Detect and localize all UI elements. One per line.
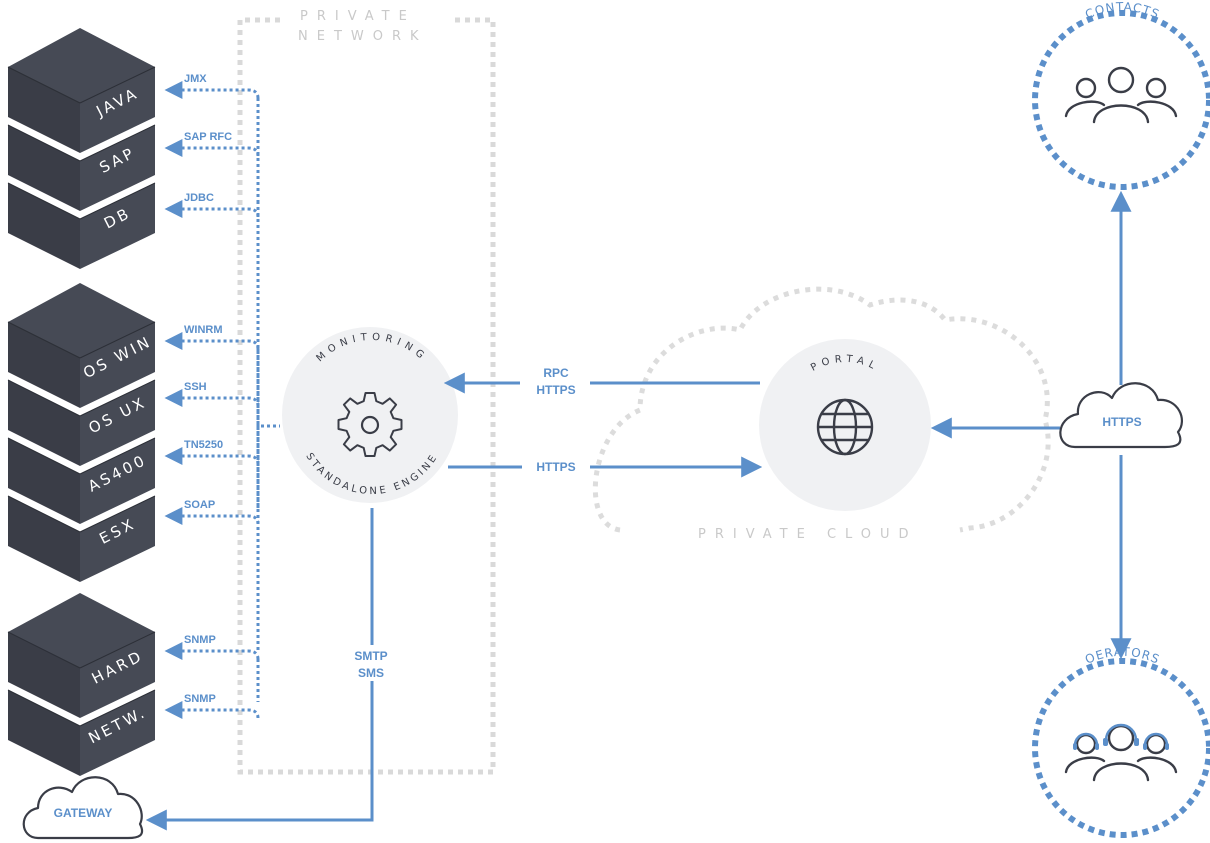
- server-box-db: DB: [7, 182, 156, 269]
- protocol-label: JMX: [184, 73, 207, 85]
- flow-labels: RPC HTTPS HTTPS SMTP SMS: [338, 362, 590, 681]
- internet-https-label: HTTPS: [1102, 415, 1141, 429]
- protocol-label: SSH: [184, 381, 207, 393]
- portal-node: PORTAL: [759, 339, 931, 511]
- protocol-connector: [164, 200, 260, 218]
- globe-icon: [816, 398, 874, 456]
- protocol-connector: [164, 389, 260, 407]
- private-network-label-line2: NETWORK: [298, 29, 428, 44]
- flow-arrows: [145, 190, 1132, 831]
- protocol-label: SAP RFC: [184, 131, 232, 143]
- server-box-os-ux: OS UX: [7, 379, 156, 466]
- https-label: HTTPS: [536, 460, 575, 474]
- gateway-cloud: GATEWAY: [22, 776, 144, 840]
- protocol-connector: [164, 81, 260, 99]
- protocol-label: WINRM: [184, 324, 223, 336]
- internet-cloud: HTTPS: [1059, 382, 1184, 449]
- protocol-connector: [164, 507, 260, 525]
- private-cloud-label: PRIVATE CLOUD: [698, 527, 918, 542]
- headset-operators-icon: [1064, 723, 1178, 782]
- server-box-netw: NETW.: [7, 689, 156, 776]
- operators-group: OERATORS: [1032, 645, 1210, 838]
- server-box-as400: AS400: [7, 437, 156, 524]
- smtp-sms-arrow: [145, 508, 374, 831]
- private-cloud-zone: PRIVATE CLOUD: [592, 286, 1051, 542]
- protocol-label: SOAP: [184, 499, 215, 511]
- contacts-group: CONTACTS: [1032, 0, 1210, 190]
- protocol-connector: [164, 332, 260, 350]
- protocol-label: JDBC: [184, 192, 214, 204]
- rpc-label-line1: RPC: [543, 366, 569, 380]
- smtp-label: SMTP: [354, 649, 387, 663]
- protocol-connector: [164, 447, 260, 465]
- server-box-java: JAVA: [7, 28, 156, 153]
- monitoring-engine-node: MONITORING STANDALONE ENGINE: [282, 327, 458, 503]
- protocol-label: SNMP: [184, 693, 216, 705]
- gateway-label: GATEWAY: [54, 806, 113, 820]
- rpc-label-line2: HTTPS: [536, 383, 575, 397]
- gear-icon: [337, 392, 403, 457]
- sms-label: SMS: [358, 666, 384, 680]
- people-group-icon: [1064, 66, 1178, 124]
- server-box-os-win: OS WIN: [7, 283, 156, 408]
- server-box-hard: HARD: [7, 593, 156, 718]
- protocol-connector: [164, 642, 260, 660]
- protocol-connector: [164, 139, 260, 157]
- protocol-connector: [164, 701, 260, 719]
- private-network-zone: PRIVATE NETWORK: [237, 9, 496, 775]
- protocol-label: SNMP: [184, 634, 216, 646]
- protocol-label: TN5250: [184, 439, 223, 451]
- private-network-label-line1: PRIVATE: [300, 9, 416, 24]
